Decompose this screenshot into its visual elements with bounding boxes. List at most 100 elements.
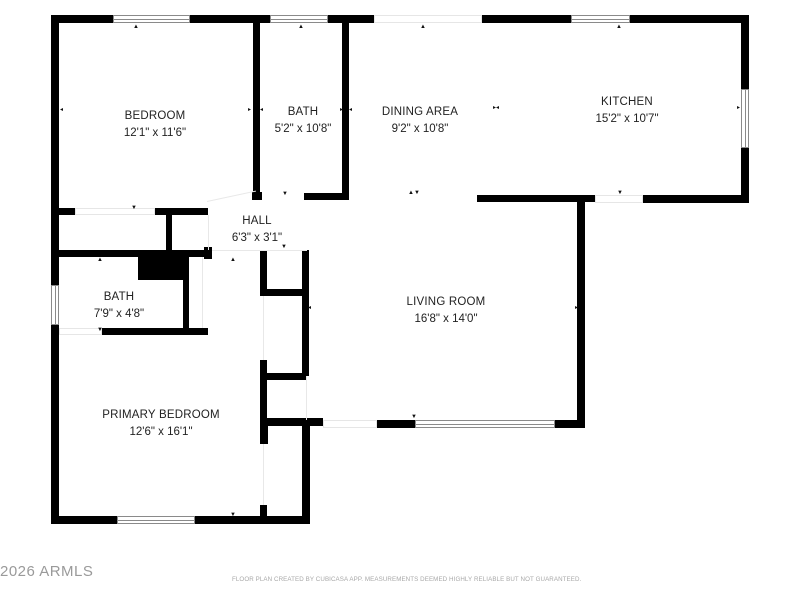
dimension-marker: ▸ [737,105,741,111]
wall [252,192,262,200]
wall [260,418,268,444]
window [51,285,59,325]
wall [262,418,323,426]
wall [183,250,189,334]
opening [75,208,155,215]
opening [595,195,643,203]
dimension-marker: ▸◂ [493,105,500,111]
room-name: PRIMARY BEDROOM [102,409,220,421]
room-label-bath: BATH 5'2" x 10'8" [275,104,332,138]
room-dimensions: 12'1" x 11'6" [123,127,187,139]
wall [482,15,571,23]
copyright-watermark: 2026 ARMLS [0,563,94,580]
room-label-bedroom: BEDROOM 12'1" x 11'6" [124,108,186,142]
door-swing [206,190,257,202]
disclaimer-text: FLOOR PLAN CREATED BY CUBICASA APP. MEAS… [232,576,582,583]
dimension-marker: ▼ [281,244,287,250]
wall [260,250,267,295]
wall [51,250,208,257]
room-name: DINING AREA [381,106,459,118]
wall [51,15,113,23]
window [270,15,328,23]
dimension-marker: ◂ [308,305,312,311]
room-dimensions: 9'2" x 10'8" [391,123,449,135]
room-label-bath-2: BATH 7'9" x 4'8" [94,289,144,323]
room-name: KITCHEN [601,96,653,108]
dimension-marker: ▲ [298,24,304,30]
wall [328,15,374,23]
room-dimensions: 12'6" x 16'1" [129,426,193,438]
wall [260,289,307,296]
wall [190,15,270,23]
room-label-primary-bedroom: PRIMARY BEDROOM 12'6" x 16'1" [102,407,220,441]
room-name: BATH [287,106,319,118]
wall [477,195,595,202]
wall [204,247,212,259]
wall [195,516,310,524]
wall [741,15,749,89]
room-dimensions: 16'8" x 14'0" [414,313,478,325]
wall [260,360,267,420]
opening [59,328,102,335]
dimension-marker: ▲ [230,257,236,263]
wall [377,420,415,428]
wall [741,148,749,203]
dimension-marker: ▼ [411,414,417,420]
dimension-marker: ▸ [575,305,579,311]
wall [166,208,172,258]
wall [51,516,117,524]
hall-line [212,250,307,251]
room-name: BEDROOM [124,110,186,122]
closet-line [306,376,307,420]
dimension-marker: ▸ [248,107,252,113]
dimension-marker: ▼ [617,190,623,196]
wall [302,250,309,376]
dimension-marker: ▸ [340,107,344,113]
wall [555,420,585,428]
closet-line [263,296,264,360]
wall [51,325,59,524]
door-edge [202,257,203,328]
room-dimensions: 15'2" x 10'7" [595,113,659,125]
wall [51,15,59,285]
wall [630,15,749,23]
wall [51,208,75,215]
room-label-kitchen: KITCHEN 15'2" x 10'7" [595,94,658,128]
wall [102,328,208,335]
dimension-marker: ▼ [131,205,137,211]
room-dimensions: 6'3" x 3'1" [231,232,283,244]
wall [260,505,267,520]
wall [260,373,307,380]
wall [302,418,310,524]
dimension-marker: ◂ [60,107,64,113]
window [117,516,195,524]
room-label-hall: HALL 6'3" x 3'1" [232,213,282,247]
wall [643,195,749,203]
opening [323,420,377,428]
wall [577,197,585,428]
dimension-marker: ▲▼ [408,190,420,196]
room-dimensions: 5'2" x 10'8" [274,123,332,135]
room-label-living-room: LIVING ROOM 16'8" x 14'0" [407,294,486,328]
dimension-marker: ◂ [349,107,353,113]
room-name: HALL [242,215,272,227]
window [415,420,555,428]
dimension-marker: ▼ [97,327,103,333]
room-dimensions: 7'9" x 4'8" [93,308,145,320]
wall [155,208,208,215]
dimension-marker: ▼ [282,191,288,197]
dimension-marker: ▲ [420,24,426,30]
room-label-dining-area: DINING AREA 9'2" x 10'8" [382,104,458,138]
hall-line [208,215,209,250]
dimension-marker: ▼ [230,512,236,518]
window [113,15,190,23]
wall [342,15,349,200]
dimension-marker: ▲ [133,24,139,30]
room-name: LIVING ROOM [406,296,486,308]
window [571,15,630,23]
opening [374,15,482,23]
wall [304,193,349,200]
dimension-marker: ▲ [616,24,622,30]
closet-line [263,444,264,505]
